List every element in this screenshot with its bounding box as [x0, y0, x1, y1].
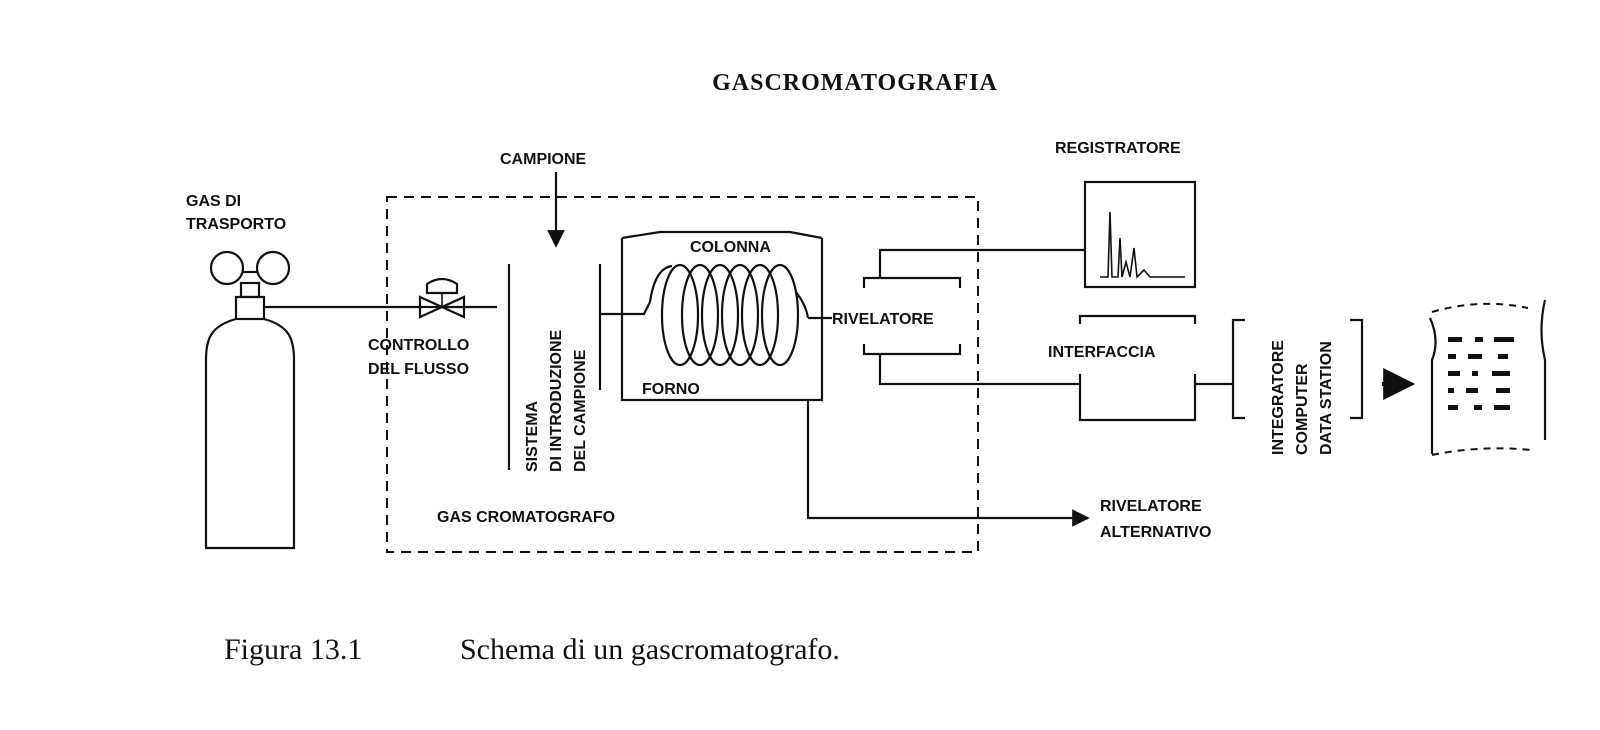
injection-system-label: SISTEMA DI INTRODUZIONE DEL CAMPIONE	[524, 325, 589, 472]
data-system-label: INTEGRATORE COMPUTER DATA STATION	[1270, 336, 1335, 455]
figure-number: Figura 13.1	[224, 633, 362, 666]
figure-caption: Schema di un gascromatografo.	[460, 633, 840, 666]
interface-box	[1078, 314, 1197, 422]
flow-control-valve-icon	[418, 277, 466, 319]
carrier-gas-label: GAS DI TRASPORTO	[186, 193, 286, 233]
interface-label: INTERFACCIA	[1048, 344, 1156, 361]
detector-to-recorder-line	[878, 248, 1085, 278]
data-system-bracket	[1231, 318, 1364, 420]
oven-label: FORNO	[642, 381, 700, 398]
diagram-title: GASCROMATOGRAFIA	[712, 70, 998, 96]
printout-data-marks	[1448, 337, 1514, 410]
gas-cylinder-icon	[204, 250, 296, 550]
injection-system-icon	[507, 264, 602, 470]
chromatogram-trace	[1100, 211, 1185, 279]
flow-control-label: CONTROLLO DEL FLUSSO	[368, 337, 474, 378]
detector-icon	[862, 276, 962, 356]
alternative-detector-label: RIVELATORE ALTERNATIVO	[1100, 498, 1211, 541]
coiled-column-icon	[648, 263, 810, 367]
sample-label: CAMPIONE	[500, 151, 587, 168]
column-label: COLONNA	[690, 239, 771, 256]
recorder-box	[1083, 180, 1197, 289]
recorder-label: REGISTRATORE	[1055, 140, 1181, 157]
printout-icon	[1428, 299, 1547, 456]
injector-to-column-line	[600, 301, 651, 316]
gas-chromatograph-enclosure	[386, 196, 979, 553]
detector-to-interface-line	[878, 354, 1080, 386]
detector-label: RIVELATORE	[832, 311, 934, 328]
alternative-detector-arrow	[806, 400, 1090, 527]
gas-chromatograph-label: GAS CROMATOGRAFO	[437, 509, 615, 526]
